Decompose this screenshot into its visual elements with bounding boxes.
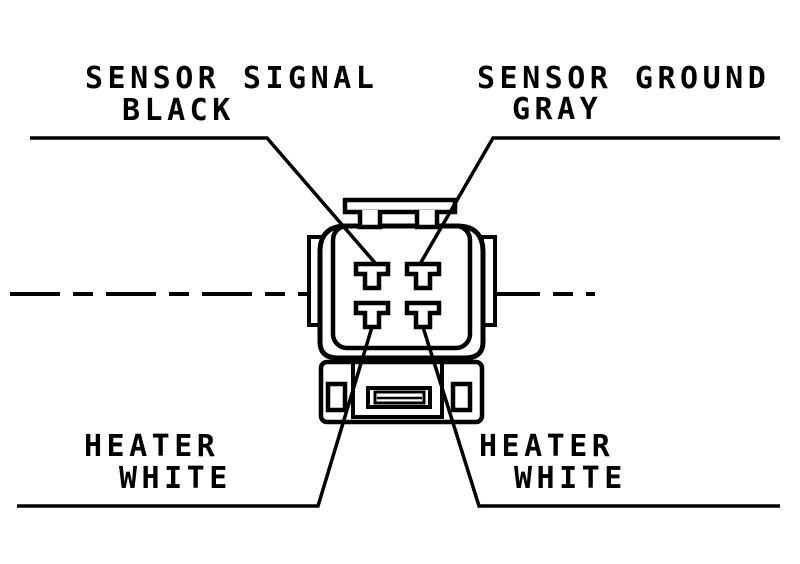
center-key-slot-inner — [373, 390, 426, 405]
label-heater-right: HEATER — [479, 429, 614, 464]
right-mount-slot — [450, 381, 473, 413]
label-heater-right-color: WHITE — [514, 461, 627, 496]
connector-inner-shell — [330, 223, 473, 351]
pin-heater-left — [353, 300, 391, 330]
connector-drawing — [307, 197, 497, 425]
pin-sensor-signal — [353, 261, 391, 291]
pin-sensor-ground — [404, 261, 442, 291]
label-heater-left-color: WHITE — [119, 461, 232, 496]
leader-sensor-ground — [418, 136, 780, 265]
label-heater-left: HEATER — [84, 429, 219, 464]
leader-sensor-signal — [30, 136, 378, 266]
label-sensor-signal-color: BLACK — [122, 93, 235, 128]
latch-tooth-left — [357, 210, 383, 230]
pin-heater-right — [404, 300, 442, 330]
left-mount-slot — [325, 381, 348, 413]
latch-tooth-right — [414, 210, 440, 230]
leader-lines — [17, 136, 780, 508]
label-sensor-ground-color: GRAY — [512, 92, 602, 127]
label-sensor-signal: SENSOR SIGNAL — [85, 61, 378, 96]
leader-heater-left — [17, 326, 374, 508]
labels: SENSOR SIGNAL BLACK SENSOR GROUND GRAY H… — [84, 61, 770, 496]
label-sensor-ground: SENSOR GROUND — [477, 61, 770, 96]
connector-outer-shell — [317, 223, 486, 361]
leader-heater-right — [421, 326, 780, 508]
